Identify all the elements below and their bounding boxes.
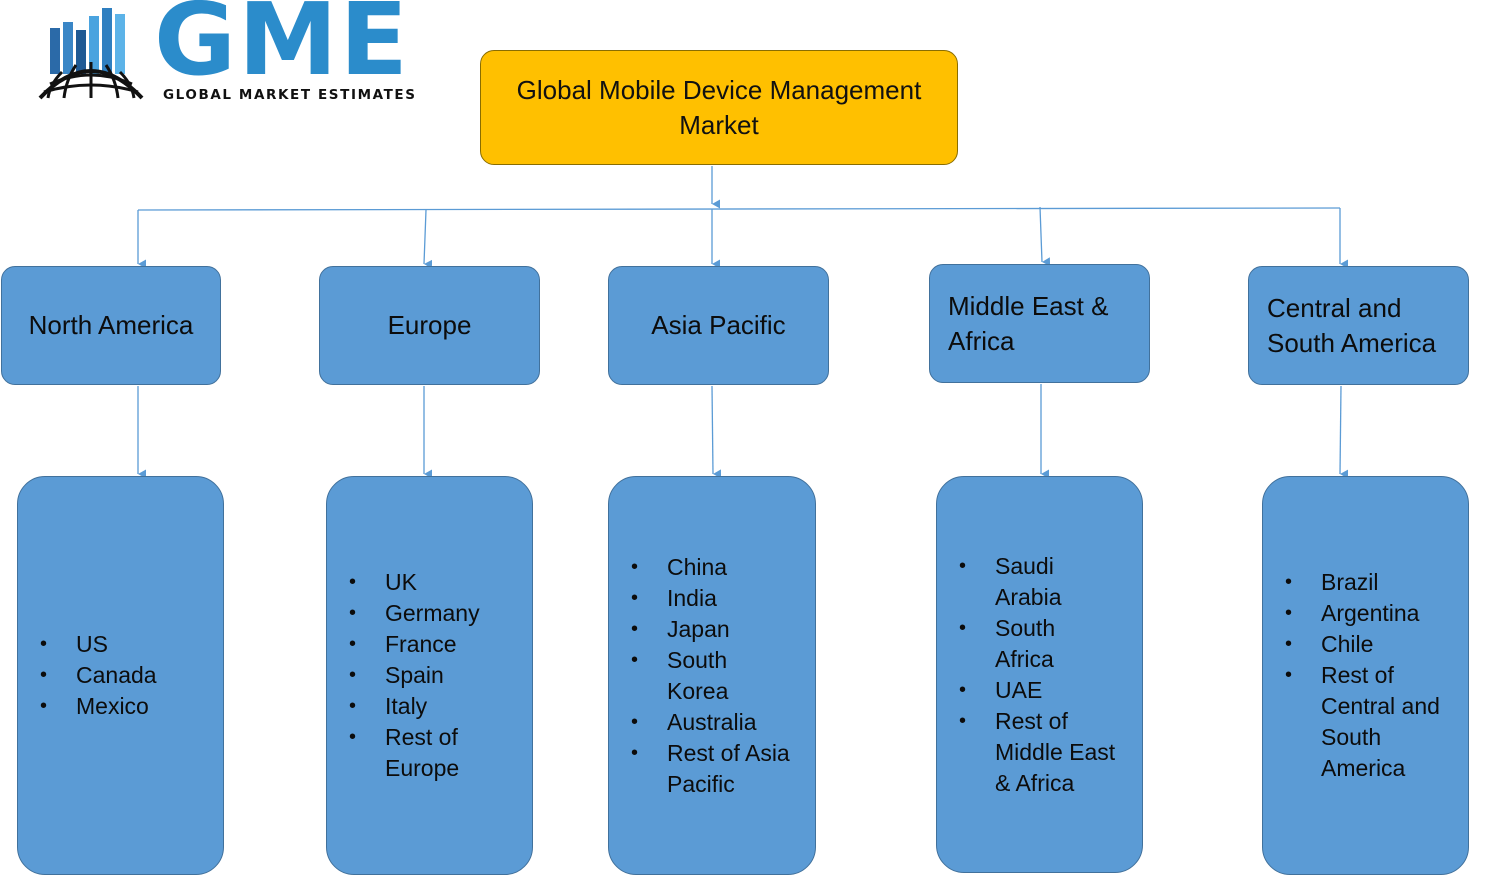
country-list-box-asia-pacific: China India Japan South Korea Australia …	[608, 476, 816, 875]
list-item: Mexico	[18, 691, 223, 722]
region-box-europe: Europe	[319, 266, 540, 385]
region-label: North America	[28, 310, 194, 340]
gme-logo: GME GLOBAL MARKET ESTIMATES	[36, 0, 436, 104]
country-list: China India Japan South Korea Australia …	[609, 552, 815, 800]
country-list: UK Germany France Spain Italy Rest of Eu…	[327, 567, 532, 784]
region-box-asia-pacific: Asia Pacific	[608, 266, 829, 385]
list-item: Rest of Central and South America	[1263, 660, 1468, 784]
country-list-box-middle-east-africa: Saudi Arabia South Africa UAE Rest of Mi…	[936, 476, 1143, 873]
list-item: US	[18, 629, 223, 660]
globe-bars-icon	[38, 8, 144, 100]
list-item: Brazil	[1263, 567, 1468, 598]
logo-tagline: GLOBAL MARKET ESTIMATES	[163, 87, 417, 103]
country-list-box-europe: UK Germany France Spain Italy Rest of Eu…	[326, 476, 533, 875]
country-list-box-north-america: US Canada Mexico	[17, 476, 224, 875]
list-item: Canada	[18, 660, 223, 691]
list-item: UK	[327, 567, 532, 598]
region-box-north-america: North America	[1, 266, 221, 385]
region-label: Middle East & Africa	[948, 290, 1109, 356]
list-item: China	[609, 552, 815, 583]
list-item: Italy	[327, 691, 532, 722]
market-title-box: Global Mobile Device Management Market	[480, 50, 958, 165]
list-item: UAE	[937, 675, 1142, 706]
country-list: Saudi Arabia South Africa UAE Rest of Mi…	[937, 551, 1142, 799]
list-item: Germany	[327, 598, 532, 629]
logo-wordmark: GME	[154, 0, 410, 98]
region-box-central-south-america: Central and South America	[1248, 266, 1469, 385]
list-item: Spain	[327, 660, 532, 691]
country-list: US Canada Mexico	[18, 629, 223, 722]
list-item: India	[609, 583, 815, 614]
list-item: South Korea	[609, 645, 815, 707]
region-label: Asia Pacific	[651, 310, 786, 340]
list-item: South Africa	[937, 613, 1142, 675]
list-item: Japan	[609, 614, 815, 645]
region-box-middle-east-africa: Middle East & Africa	[929, 264, 1150, 383]
list-item: Argentina	[1263, 598, 1468, 629]
list-item: Australia	[609, 707, 815, 738]
list-item: Rest of Europe	[327, 722, 532, 784]
region-label: Europe	[387, 310, 472, 340]
region-label: Central and South America	[1267, 292, 1437, 358]
list-item: Rest of Asia Pacific	[609, 738, 815, 800]
country-list-box-central-south-america: Brazil Argentina Chile Rest of Central a…	[1262, 476, 1469, 875]
country-list: Brazil Argentina Chile Rest of Central a…	[1263, 567, 1468, 784]
list-item: Chile	[1263, 629, 1468, 660]
list-item: France	[327, 629, 532, 660]
list-item: Saudi Arabia	[937, 551, 1142, 613]
market-title: Global Mobile Device Management Market	[516, 74, 922, 140]
list-item: Rest of Middle East & Africa	[937, 706, 1142, 799]
